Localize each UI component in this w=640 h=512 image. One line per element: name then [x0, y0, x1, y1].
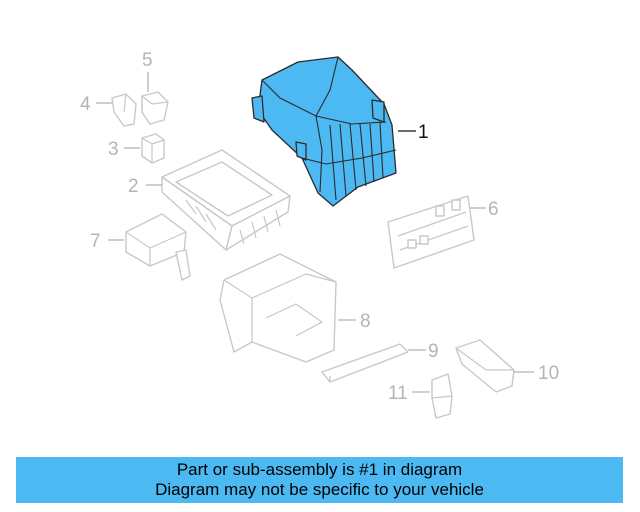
info-banner: Part or sub-assembly is #1 in diagram Di… — [16, 457, 623, 503]
callout-1[interactable]: 1 — [418, 122, 429, 143]
callout-9[interactable]: 9 — [428, 341, 439, 362]
callout-10[interactable]: 10 — [538, 363, 559, 384]
part-4-connector[interactable] — [111, 93, 137, 127]
banner-line-part: Part or sub-assembly is #1 in diagram — [176, 460, 463, 479]
part-2-fuse-box-frame[interactable] — [161, 149, 291, 251]
callout-11[interactable]: 11 — [388, 383, 408, 404]
part-1-fuse-box-cover[interactable] — [251, 56, 397, 207]
banner-line-disclaimer: Diagram may not be specific to your vehi… — [155, 480, 484, 499]
callout-8[interactable]: 8 — [360, 311, 371, 332]
part-7-relay-bracket[interactable] — [125, 213, 191, 281]
callout-5[interactable]: 5 — [142, 50, 153, 71]
part-10-housing[interactable] — [455, 339, 515, 393]
callout-7[interactable]: 7 — [90, 231, 101, 252]
parts-diagram: 1 2 3 4 5 6 7 8 9 10 11 — [80, 50, 559, 419]
callout-6[interactable]: 6 — [488, 199, 499, 220]
part-9-rail[interactable] — [321, 343, 409, 383]
part-5-fuse[interactable] — [141, 91, 169, 125]
callout-2[interactable]: 2 — [128, 176, 139, 197]
part-11-connector[interactable] — [431, 373, 453, 419]
part-3-relay[interactable] — [141, 133, 165, 164]
callout-3[interactable]: 3 — [108, 139, 119, 160]
callout-4[interactable]: 4 — [80, 94, 91, 115]
part-6-fuse-block[interactable] — [387, 195, 475, 269]
part-8-lower-bracket[interactable] — [219, 253, 337, 363]
